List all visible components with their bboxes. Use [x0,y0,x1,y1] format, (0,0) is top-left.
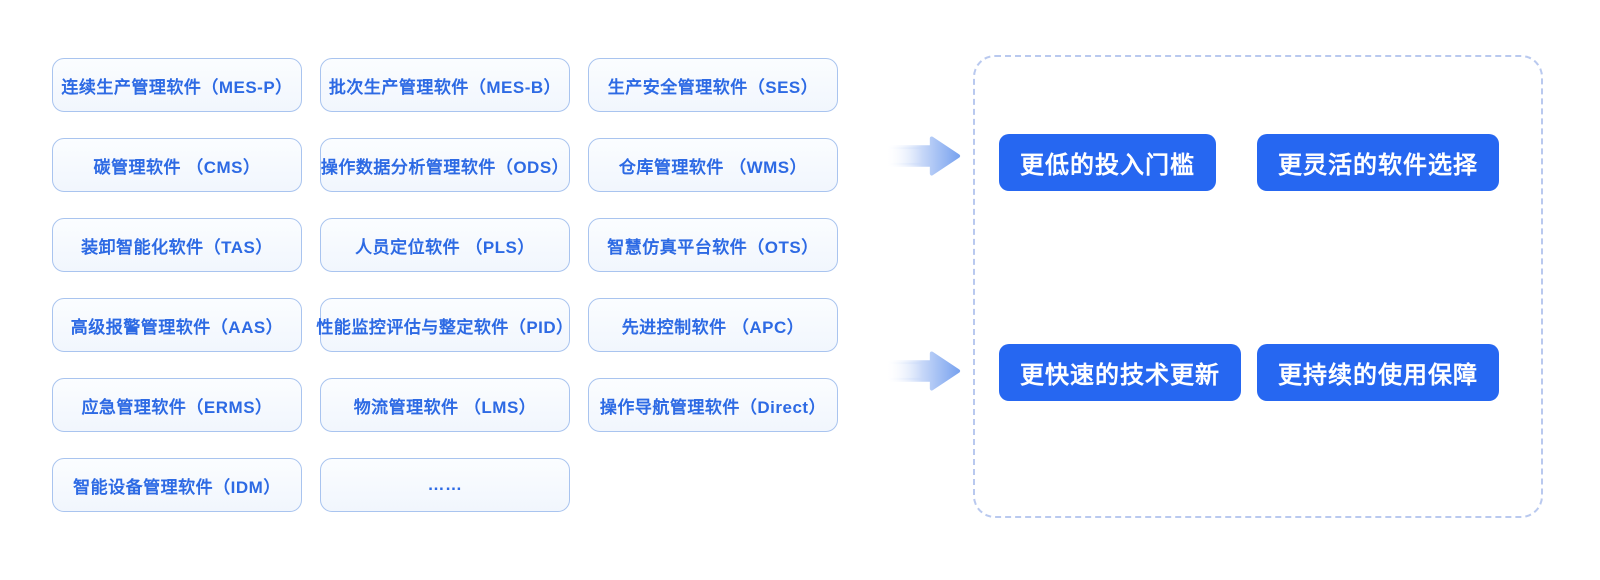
software-label: 应急管理软件（ERMS） [81,397,273,417]
software-label: 智能设备管理软件（IDM） [73,477,281,497]
software-box-pid: 性能监控评估与整定软件（PID） [316,298,573,352]
software-label: 操作数据分析管理软件（ODS） [320,157,570,177]
software-label: 智慧仿真平台软件（OTS） [607,237,819,257]
software-label: 操作导航管理软件（Direct） [599,397,827,417]
software-label: 批次生产管理软件（MES-B） [328,77,562,97]
software-label: 仓库管理软件 （WMS） [618,157,808,177]
software-label: 连续生产管理软件（MES-P） [61,77,293,97]
software-box-ods: 操作数据分析管理软件（ODS） [320,138,570,192]
software-module-grid: 连续生产管理软件（MES-P） 批次生产管理软件（MES-B） 生产安全管理软件… [52,58,838,512]
software-box-aas: 高级报警管理软件（AAS） [52,298,302,352]
benefits-panel: 更低的投入门槛 更灵活的软件选择 更快速的技术更新 更持续的使用保障 [973,55,1543,518]
software-box-idm: 智能设备管理软件（IDM） [52,458,302,512]
software-label: 装卸智能化软件（TAS） [81,237,273,257]
software-box-ses: 生产安全管理软件（SES） [588,58,838,112]
benefit-badge-faster-tech-updates: 更快速的技术更新 [999,344,1241,401]
software-box-mes-p: 连续生产管理软件（MES-P） [52,58,302,112]
software-label: 高级报警管理软件（AAS） [70,317,284,337]
benefit-badge-flexible-software-choice: 更灵活的软件选择 [1257,134,1499,191]
software-label: 性能监控评估与整定软件（PID） [316,317,574,337]
software-label: 先进控制软件 （APC） [621,317,805,337]
benefit-badge-lower-entry-cost: 更低的投入门槛 [999,134,1216,191]
software-label: 物流管理软件 （LMS） [353,397,537,417]
software-box-ots: 智慧仿真平台软件（OTS） [588,218,838,272]
software-label: 碳管理软件 （CMS） [93,157,261,177]
software-box-wms: 仓库管理软件 （WMS） [588,138,838,192]
arrow-right-icon [884,351,961,391]
software-label: …… [427,475,463,494]
software-box-erms: 应急管理软件（ERMS） [52,378,302,432]
software-box-pls: 人员定位软件 （PLS） [320,218,570,272]
software-box-tas: 装卸智能化软件（TAS） [52,218,302,272]
benefit-badge-continuous-usage-support: 更持续的使用保障 [1257,344,1499,401]
software-box-cms: 碳管理软件 （CMS） [52,138,302,192]
software-box-apc: 先进控制软件 （APC） [588,298,838,352]
software-box-direct: 操作导航管理软件（Direct） [588,378,838,432]
software-label: 人员定位软件 （PLS） [355,237,535,257]
software-box-lms: 物流管理软件 （LMS） [320,378,570,432]
arrow-right-icon [884,136,961,176]
software-box-mes-b: 批次生产管理软件（MES-B） [320,58,570,112]
software-label: 生产安全管理软件（SES） [607,77,819,97]
software-box-ellipsis: …… [320,458,570,512]
